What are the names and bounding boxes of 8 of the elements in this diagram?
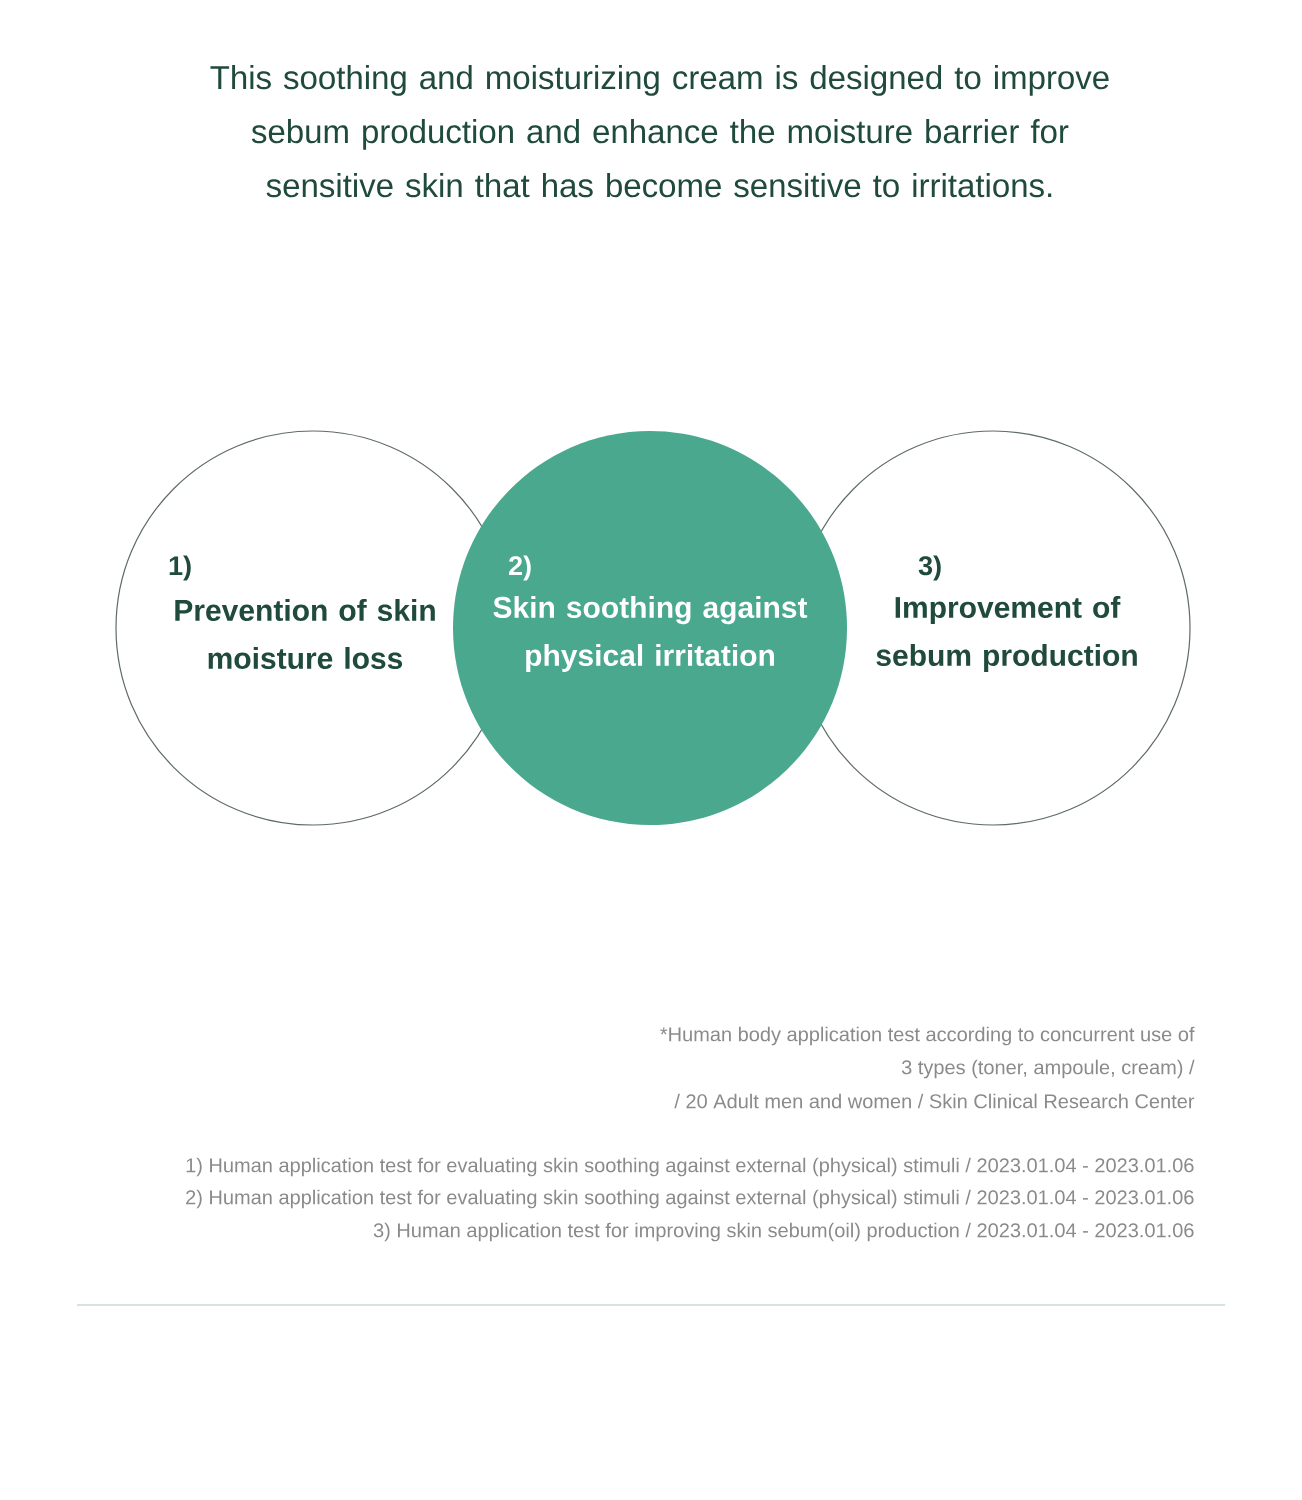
heading: This soothing and moisturizing cream is designed to improve sebum production and enhance the moisture barrier for sensitive skin that has become sensitive to irritations. bbox=[210, 65, 1109, 198]
reference-note: 2) Human application test for evaluating skin soothing against external (physical) stimuli / 2023.01.04 - 2023.01.06 bbox=[186, 1189, 1194, 1209]
footnote: 3 types (toner, ampoule, cream) / bbox=[901, 1059, 1195, 1079]
footnote: / 20 Adult men and women / Skin Clinical Research Center bbox=[674, 1093, 1195, 1109]
reference-note: 1) Human application test for evaluating skin soothing against external (physical) stimuli / 2023.01.04 - 2023.01.06 bbox=[186, 1157, 1194, 1177]
footnote: *Human body application test according to concurrent use of bbox=[660, 1026, 1195, 1046]
reference-note: 3) Human application test for improving skin sebum(oil) production / 2023.01.04 - 2023.01.06 bbox=[373, 1222, 1194, 1242]
circle-node: 2) Skin soothing against physical irritation bbox=[453, 431, 847, 825]
